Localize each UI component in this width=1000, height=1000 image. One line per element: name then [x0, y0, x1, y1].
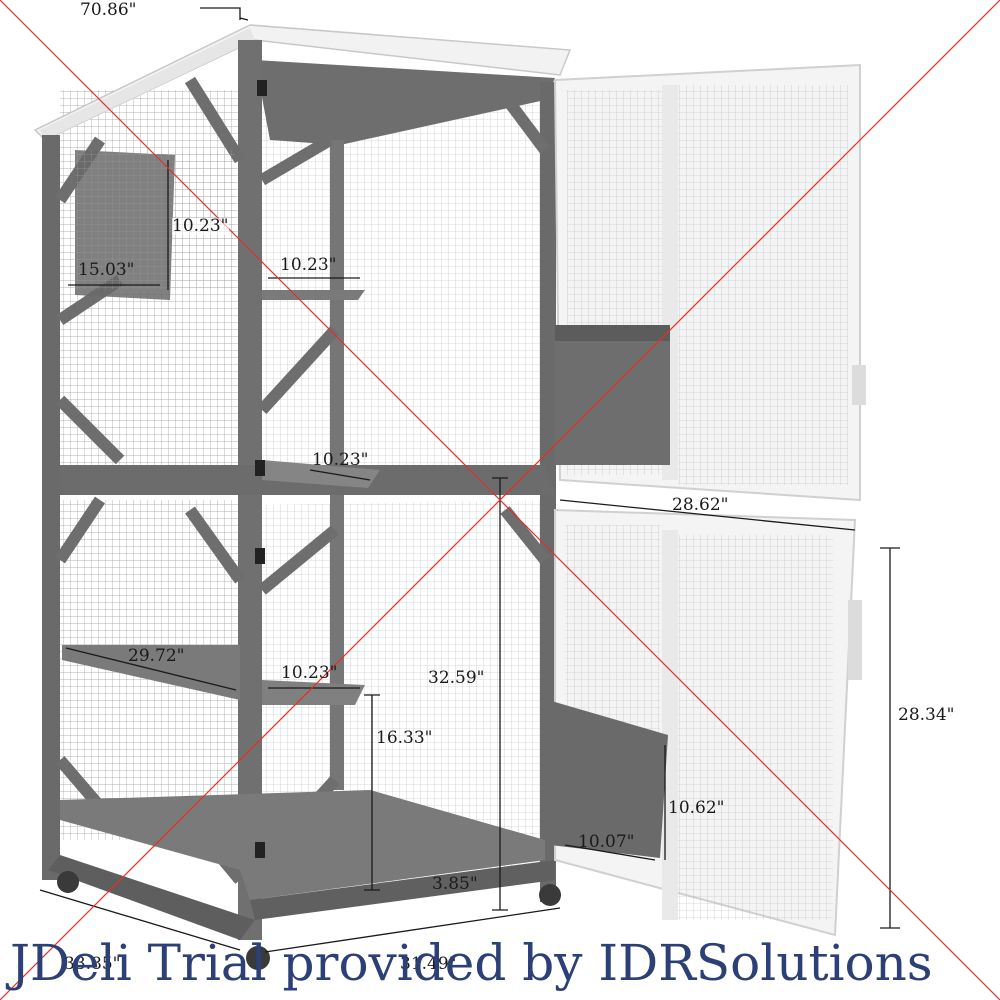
dimension-base-depth: 33.85" [64, 954, 121, 974]
handle-icon [848, 600, 862, 680]
lower-small-shelf [262, 680, 365, 705]
base-front-rail [48, 855, 255, 940]
wheel-icon [539, 884, 561, 906]
lower-door [548, 508, 862, 937]
dimension-base-width: 31.49" [400, 954, 457, 974]
front-mesh-upper [250, 70, 555, 475]
dimension-wheel-clearance: 3.85" [432, 874, 478, 894]
wheel-icon [246, 946, 270, 970]
upper-shelf [262, 290, 365, 300]
dimension-door-height: 28.34" [898, 705, 955, 725]
dimension-lines [39, 7, 900, 953]
dimension-top-box-height: 10.23" [172, 216, 229, 236]
dimension-door-width: 28.62" [672, 495, 729, 515]
wheel-icon [57, 871, 79, 893]
dimension-pet-door-height: 10.62" [668, 798, 725, 818]
handle-icon [852, 365, 866, 405]
dimension-lower-small-shelf-width: 10.23" [281, 663, 338, 683]
middle-shelf [262, 460, 380, 488]
dimension-lower-shelf-length: 29.72" [128, 646, 185, 666]
lower-pet-door [548, 700, 668, 858]
base-floor [60, 790, 545, 900]
upper-pet-door [555, 325, 670, 465]
left-front-post [42, 135, 60, 880]
upper-door [553, 63, 866, 502]
cat-cage [33, 24, 572, 970]
dimension-pet-door-width: 10.07" [578, 832, 635, 852]
watermark-text: JDeli Trial provided by IDRSolutions [10, 934, 933, 992]
dimension-overall-height: 70.86" [80, 0, 137, 20]
base-side-rail [250, 860, 555, 920]
dimension-top-box-width: 15.03" [78, 260, 135, 280]
lower-long-shelf [62, 645, 240, 700]
dimension-middle-shelf-width: 10.23" [312, 450, 369, 470]
roof-edge [40, 28, 255, 140]
dimension-middle-height: 32.59" [428, 668, 485, 688]
top-shelf [255, 60, 555, 145]
dimension-lower-shelf-height: 16.33" [376, 728, 433, 748]
dimension-upper-shelf-width: 10.23" [280, 255, 337, 275]
